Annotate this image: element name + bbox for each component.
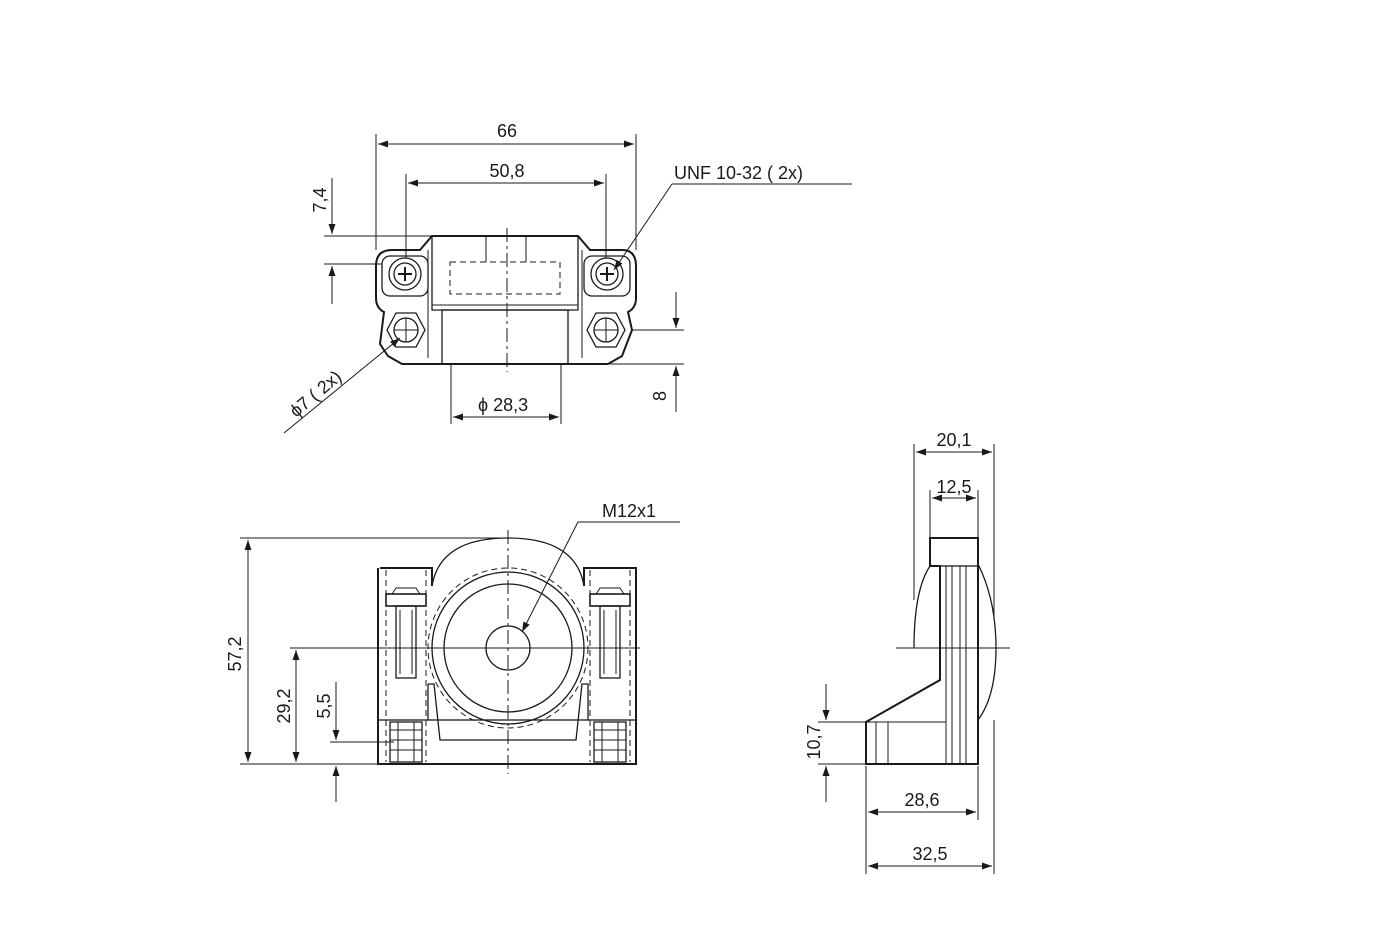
top-left-screw-pocket bbox=[381, 255, 429, 297]
front-view: M12x1 57,2 29,2 5,5 bbox=[225, 501, 680, 802]
dim-12-5: 12,5 bbox=[936, 477, 971, 497]
dim-hole-dia: ϕ7 ( 2x) bbox=[286, 366, 346, 421]
top-view-center-block bbox=[431, 236, 579, 311]
front-left-bolt-shank bbox=[395, 605, 417, 679]
dim-unf-thread: UNF 10-32 ( 2x) bbox=[674, 163, 803, 183]
top-view-outline bbox=[375, 235, 637, 365]
dim-57-2: 57,2 bbox=[225, 636, 245, 671]
dim-29-2: 29,2 bbox=[274, 688, 294, 723]
front-right-nut bbox=[593, 721, 627, 763]
top-left-screw-head bbox=[388, 257, 422, 291]
side-view-top-cap bbox=[929, 537, 979, 567]
top-view: 66 50,8 7,4 UNF 10-32 ( 2x) ϕ7 ( 2x) ϕ 2… bbox=[283, 121, 852, 434]
dim-32-5: 32,5 bbox=[912, 844, 947, 864]
dim-10-7: 10,7 bbox=[804, 724, 824, 759]
dim-66: 66 bbox=[497, 121, 517, 141]
dim-8: 8 bbox=[650, 391, 670, 401]
dim-bore-dia: ϕ 28,3 bbox=[478, 395, 528, 415]
top-right-screw-head bbox=[590, 257, 624, 291]
front-right-bolt-shank bbox=[599, 605, 621, 679]
dim-50-8: 50,8 bbox=[489, 161, 524, 181]
top-view-neck bbox=[441, 309, 569, 365]
side-view: 20,1 12,5 10,7 28,6 32,5 bbox=[804, 430, 1010, 874]
dim-7-4: 7,4 bbox=[310, 187, 330, 212]
dim-m12-thread: M12x1 bbox=[602, 501, 656, 521]
front-right-bolt-head bbox=[589, 593, 631, 607]
dim-28-6: 28,6 bbox=[904, 790, 939, 810]
front-left-bolt-head bbox=[385, 593, 427, 607]
dim-20-1: 20,1 bbox=[936, 430, 971, 450]
front-view-base bbox=[377, 719, 637, 765]
top-right-screw-pocket bbox=[583, 255, 631, 297]
top-view-hidden-bore bbox=[449, 261, 561, 295]
side-view-outline bbox=[865, 537, 979, 765]
top-right-hex-nut bbox=[586, 312, 626, 348]
dim-5-5: 5,5 bbox=[314, 693, 334, 718]
front-left-nut bbox=[389, 721, 423, 763]
side-view-boss bbox=[977, 563, 997, 721]
